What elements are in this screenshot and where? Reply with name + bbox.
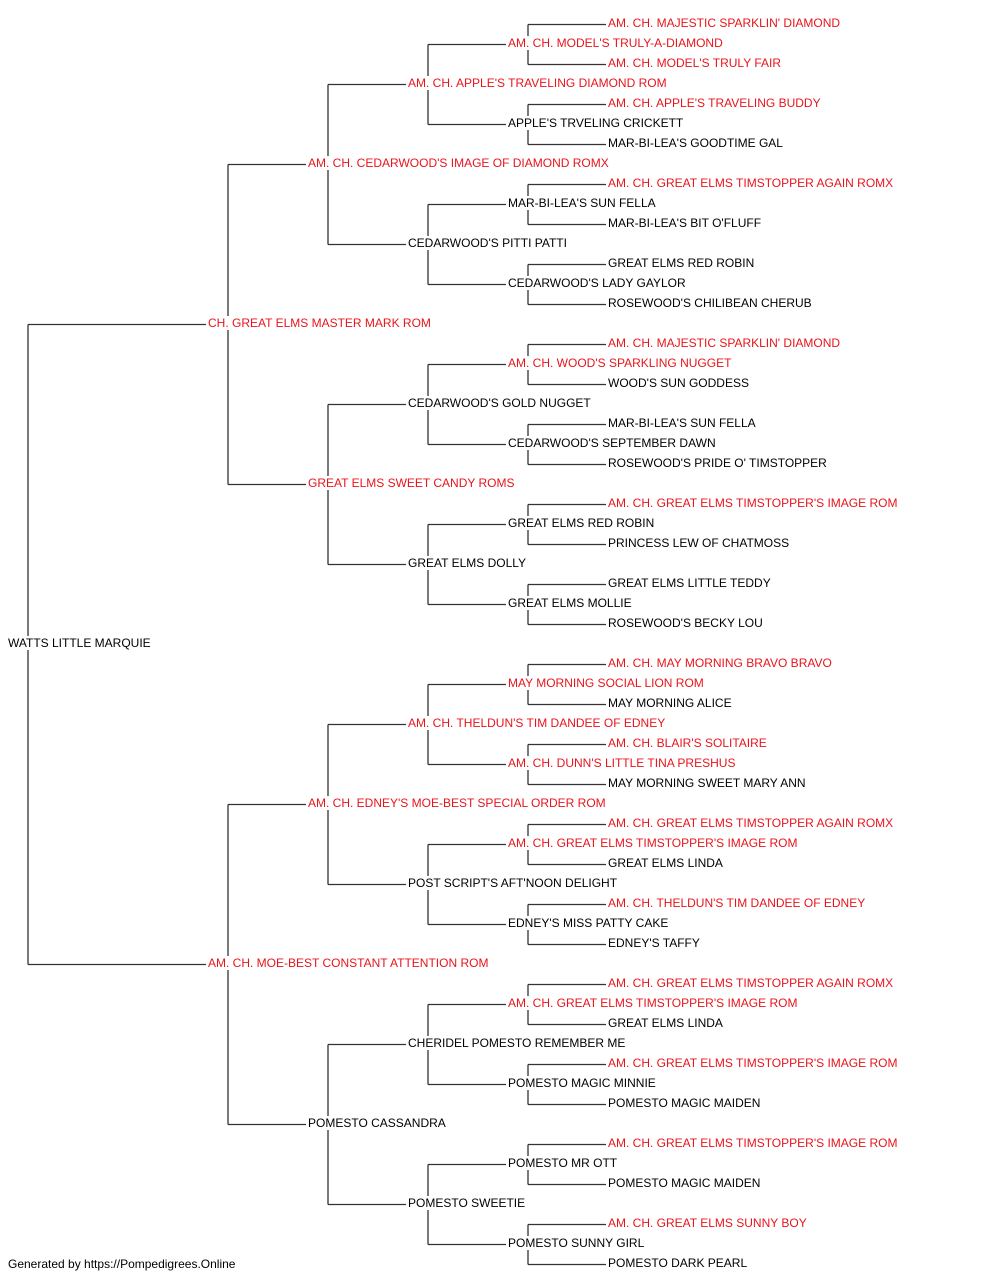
gen5-ancestor-name: POMESTO MAGIC MAIDEN	[608, 1096, 763, 1110]
gen5-ancestor-name: WOOD'S SUN GODDESS	[608, 376, 751, 390]
gen5-ancestor-name: AM. CH. MAJESTIC SPARKLIN' DIAMOND	[608, 16, 843, 30]
gen4-ancestor-name: AM. CH. WOOD'S SPARKLING NUGGET	[508, 356, 734, 370]
parent-name: AM. CH. MOE-BEST CONSTANT ATTENTION ROM	[208, 956, 491, 970]
gen4-ancestor-name: POMESTO MR OTT	[508, 1156, 620, 1170]
gen5-ancestor-name: GREAT ELMS LITTLE TEDDY	[608, 576, 773, 590]
gen4-ancestor-name: CEDARWOOD'S LADY GAYLOR	[508, 276, 688, 290]
gen4-ancestor-name: MAR-BI-LEA'S SUN FELLA	[508, 196, 658, 210]
gen4-ancestor-name: GREAT ELMS MOLLIE	[508, 596, 634, 610]
gen4-ancestor-name: MAY MORNING SOCIAL LION ROM	[508, 676, 706, 690]
great-grandparent-name: POMESTO SWEETIE	[408, 1196, 528, 1210]
gen4-ancestor-name: AM. CH. MODEL'S TRULY-A-DIAMOND	[508, 36, 725, 50]
great-grandparent-name: GREAT ELMS DOLLY	[408, 556, 529, 570]
gen5-ancestor-name: GREAT ELMS LINDA	[608, 856, 725, 870]
gen4-ancestor-name: AM. CH. GREAT ELMS TIMSTOPPER'S IMAGE RO…	[508, 836, 800, 850]
grandparent-name: POMESTO CASSANDRA	[308, 1116, 448, 1130]
great-grandparent-name: CEDARWOOD'S PITTI PATTI	[408, 236, 569, 250]
grandparent-name: AM. CH. EDNEY'S MOE-BEST SPECIAL ORDER R…	[308, 796, 608, 810]
gen5-ancestor-name: AM. CH. GREAT ELMS TIMSTOPPER'S IMAGE RO…	[608, 1136, 900, 1150]
gen5-ancestor-name: AM. CH. THELDUN'S TIM DANDEE OF EDNEY	[608, 896, 868, 910]
gen4-ancestor-name: POMESTO MAGIC MINNIE	[508, 1076, 658, 1090]
gen4-ancestor-name: AM. CH. GREAT ELMS TIMSTOPPER'S IMAGE RO…	[508, 996, 800, 1010]
gen5-ancestor-name: AM. CH. GREAT ELMS TIMSTOPPER AGAIN ROMX	[608, 176, 896, 190]
gen5-ancestor-name: MAR-BI-LEA'S GOODTIME GAL	[608, 136, 785, 150]
gen5-ancestor-name: ROSEWOOD'S PRIDE O' TIMSTOPPER	[608, 456, 829, 470]
great-grandparent-name: CEDARWOOD'S GOLD NUGGET	[408, 396, 593, 410]
gen4-ancestor-name: POMESTO SUNNY GIRL	[508, 1236, 647, 1250]
gen5-ancestor-name: MAY MORNING ALICE	[608, 696, 734, 710]
gen5-ancestor-name: AM. CH. GREAT ELMS TIMSTOPPER AGAIN ROMX	[608, 816, 896, 830]
gen5-ancestor-name: AM. CH. MAJESTIC SPARKLIN' DIAMOND	[608, 336, 843, 350]
gen5-ancestor-name: MAY MORNING SWEET MARY ANN	[608, 776, 808, 790]
gen4-ancestor-name: GREAT ELMS RED ROBIN	[508, 516, 657, 530]
gen5-ancestor-name: AM. CH. GREAT ELMS TIMSTOPPER AGAIN ROMX	[608, 976, 896, 990]
gen5-ancestor-name: AM. CH. GREAT ELMS SUNNY BOY	[608, 1216, 809, 1230]
gen5-ancestor-name: ROSEWOOD'S CHILIBEAN CHERUB	[608, 296, 814, 310]
gen5-ancestor-name: EDNEY'S TAFFY	[608, 936, 702, 950]
grandparent-name: GREAT ELMS SWEET CANDY ROMS	[308, 476, 517, 490]
gen5-ancestor-name: MAR-BI-LEA'S SUN FELLA	[608, 416, 758, 430]
grandparent-name: AM. CH. CEDARWOOD'S IMAGE OF DIAMOND ROM…	[308, 156, 611, 170]
gen4-ancestor-name: APPLE'S TRVELING CRICKETT	[508, 116, 686, 130]
footer-credit: Generated by https://Pompedigrees.Online	[8, 1257, 236, 1271]
gen5-ancestor-name: MAR-BI-LEA'S BIT O'FLUFF	[608, 216, 764, 230]
gen5-ancestor-name: PRINCESS LEW OF CHATMOSS	[608, 536, 792, 550]
great-grandparent-name: POST SCRIPT'S AFT'NOON DELIGHT	[408, 876, 620, 890]
great-grandparent-name: CHERIDEL POMESTO REMEMBER ME	[408, 1036, 628, 1050]
gen5-ancestor-name: GREAT ELMS RED ROBIN	[608, 256, 757, 270]
gen5-ancestor-name: AM. CH. GREAT ELMS TIMSTOPPER'S IMAGE RO…	[608, 496, 900, 510]
gen4-ancestor-name: AM. CH. DUNN'S LITTLE TINA PRESHUS	[508, 756, 738, 770]
gen5-ancestor-name: POMESTO DARK PEARL	[608, 1256, 750, 1270]
gen5-ancestor-name: AM. CH. MODEL'S TRULY FAIR	[608, 56, 783, 70]
parent-name: CH. GREAT ELMS MASTER MARK ROM	[208, 316, 433, 330]
great-grandparent-name: AM. CH. THELDUN'S TIM DANDEE OF EDNEY	[408, 716, 668, 730]
gen5-ancestor-name: AM. CH. GREAT ELMS TIMSTOPPER'S IMAGE RO…	[608, 1056, 900, 1070]
gen5-ancestor-name: POMESTO MAGIC MAIDEN	[608, 1176, 763, 1190]
subject-name: WATTS LITTLE MARQUIE	[8, 636, 153, 650]
great-grandparent-name: AM. CH. APPLE'S TRAVELING DIAMOND ROM	[408, 76, 669, 90]
gen5-ancestor-name: AM. CH. MAY MORNING BRAVO BRAVO	[608, 656, 834, 670]
gen5-ancestor-name: AM. CH. APPLE'S TRAVELING BUDDY	[608, 96, 823, 110]
gen5-ancestor-name: AM. CH. BLAIR'S SOLITAIRE	[608, 736, 769, 750]
gen4-ancestor-name: CEDARWOOD'S SEPTEMBER DAWN	[508, 436, 718, 450]
gen4-ancestor-name: EDNEY'S MISS PATTY CAKE	[508, 916, 671, 930]
gen5-ancestor-name: ROSEWOOD'S BECKY LOU	[608, 616, 765, 630]
gen5-ancestor-name: GREAT ELMS LINDA	[608, 1016, 725, 1030]
